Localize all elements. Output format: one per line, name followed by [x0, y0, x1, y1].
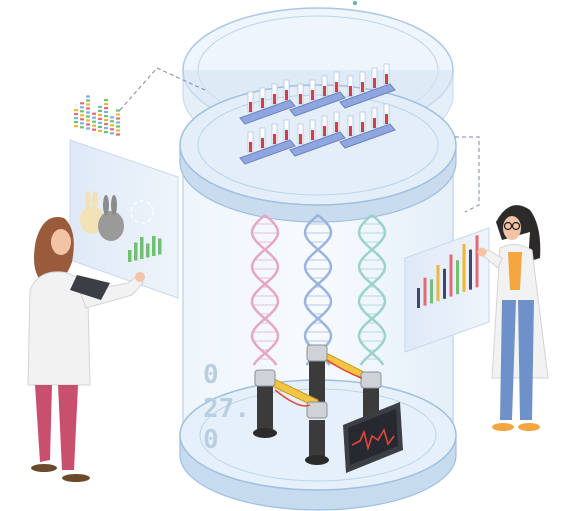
bar-chart-icon [128, 236, 162, 262]
readout-line-1: 0 [203, 360, 219, 390]
connector-line-left [119, 67, 206, 111]
left-data-panel [69, 95, 179, 299]
test-tube-rack [339, 63, 396, 109]
dna-helix-icon [250, 214, 387, 366]
readout-line-3: 0 [203, 425, 219, 455]
connector-line-right [455, 136, 480, 213]
bar-chart-icon [417, 235, 479, 308]
decorative-bar-pattern [74, 95, 120, 136]
dna-strand [357, 214, 387, 366]
scientist-right [477, 205, 549, 431]
test-tube-rack [289, 71, 346, 117]
right-data-panel [404, 227, 490, 353]
robotic-arm-icon [253, 344, 382, 465]
decorative-dot [353, 1, 357, 5]
test-tube-rack-icon [239, 63, 396, 165]
dna-strand [250, 214, 280, 366]
test-tube-rack [289, 111, 346, 157]
test-tube-rack [239, 79, 296, 125]
heart-rate-monitor-icon [343, 402, 403, 473]
test-tube-rack [339, 103, 396, 149]
test-tube-rack [239, 119, 296, 165]
rabbit-icon [80, 191, 124, 241]
dna-strand [303, 214, 333, 366]
number-readout: 0 27. 0 [203, 360, 250, 455]
scientist-left [27, 216, 145, 482]
readout-line-2: 27. [203, 394, 250, 424]
